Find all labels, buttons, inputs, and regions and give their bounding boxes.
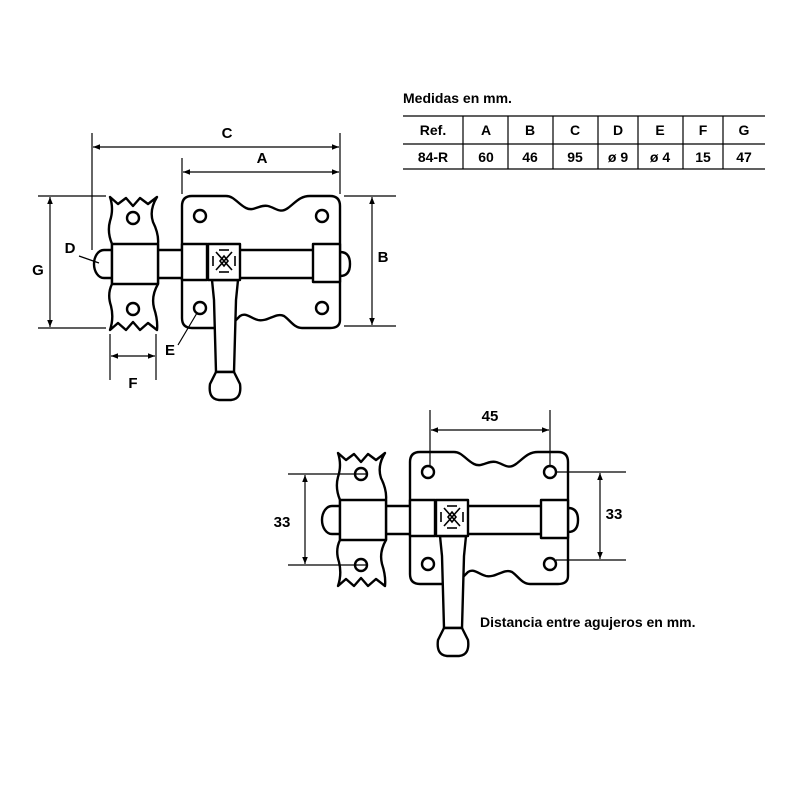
table-header-cell: D bbox=[613, 122, 623, 138]
bottom-rear-guide bbox=[539, 498, 570, 540]
bottom-handle-knob bbox=[436, 626, 470, 658]
bottom-base-hole-lower-left bbox=[420, 556, 436, 572]
table-cell: ø 9 bbox=[608, 149, 628, 165]
bottom-front-guide bbox=[408, 498, 437, 538]
table-header-cell: C bbox=[570, 122, 580, 138]
top-handle-knob bbox=[208, 370, 242, 402]
table-header-cell: F bbox=[699, 122, 708, 138]
table-cell: 84-R bbox=[418, 149, 448, 165]
table-title: Medidas en mm. bbox=[403, 90, 512, 106]
bottom-keeper-sleeve bbox=[338, 498, 388, 542]
bottom-bolt-end-cap bbox=[566, 506, 580, 534]
dim-label-b: B bbox=[378, 249, 389, 266]
table-row: 84-R 60 46 95 ø 9 ø 4 15 47 bbox=[418, 149, 752, 165]
bottom-base-hole-lower-right bbox=[542, 556, 558, 572]
bottom-dimensions: 45 33 33 Distancia entre agujeros en mm. bbox=[274, 408, 696, 630]
bottom-handle-shaft bbox=[438, 534, 468, 630]
table-header-row: Ref. A B C D E F G bbox=[420, 122, 750, 138]
table-header-cell: A bbox=[481, 122, 491, 138]
table-header-cell: B bbox=[525, 122, 535, 138]
bottom-base-hole-upper-right bbox=[542, 464, 558, 480]
leader-e bbox=[177, 312, 198, 346]
dim-label-e: E bbox=[165, 342, 175, 359]
bottom-handle-cross-mark-icon bbox=[440, 505, 464, 529]
top-bolt-tip bbox=[92, 248, 114, 280]
table-cell: ø 4 bbox=[650, 149, 670, 165]
table-grid bbox=[403, 115, 765, 170]
dim-label-33-right: 33 bbox=[606, 506, 623, 523]
dim-label-f: F bbox=[128, 375, 137, 392]
dim-label-c: C bbox=[222, 125, 233, 142]
dimension-table: Medidas en mm. Ref. A B C D E F G 84-R 6… bbox=[403, 90, 765, 170]
dim-label-a: A bbox=[257, 150, 268, 167]
table-header-cell: G bbox=[739, 122, 750, 138]
top-dimensions: C A D G B E F bbox=[32, 125, 396, 392]
dim-label-33-left: 33 bbox=[274, 514, 291, 531]
top-handle-cross-mark-icon bbox=[212, 249, 236, 273]
bottom-bolt-drawing bbox=[320, 450, 580, 658]
top-handle-shaft bbox=[210, 278, 240, 374]
top-base-hole-upper-left bbox=[192, 208, 208, 224]
table-header-cell: E bbox=[655, 122, 664, 138]
dim-label-g: G bbox=[32, 262, 44, 279]
hole-spacing-caption: Distancia entre agujeros en mm. bbox=[480, 614, 696, 630]
top-bolt-drawing bbox=[92, 194, 352, 402]
table-cell: 46 bbox=[522, 149, 538, 165]
top-keeper-hole-upper bbox=[125, 210, 141, 226]
table-cell: 15 bbox=[695, 149, 711, 165]
bottom-bolt-tip bbox=[320, 504, 342, 536]
top-bolt-end-cap bbox=[338, 250, 352, 278]
leader-d bbox=[78, 255, 100, 264]
top-base-hole-lower-right bbox=[314, 300, 330, 316]
table-cell: 95 bbox=[567, 149, 583, 165]
top-rear-guide bbox=[311, 242, 342, 284]
top-keeper-sleeve bbox=[110, 242, 160, 286]
top-base-hole-upper-right bbox=[314, 208, 330, 224]
top-keeper-hole-lower bbox=[125, 301, 141, 317]
table-cell: 60 bbox=[478, 149, 494, 165]
top-base-hole-lower-left bbox=[192, 300, 208, 316]
top-front-guide bbox=[180, 242, 209, 282]
bottom-base-hole-upper-left bbox=[420, 464, 436, 480]
dim-label-45: 45 bbox=[482, 408, 499, 425]
table-header-cell: Ref. bbox=[420, 122, 446, 138]
dim-label-d: D bbox=[65, 240, 76, 257]
table-cell: 47 bbox=[736, 149, 752, 165]
